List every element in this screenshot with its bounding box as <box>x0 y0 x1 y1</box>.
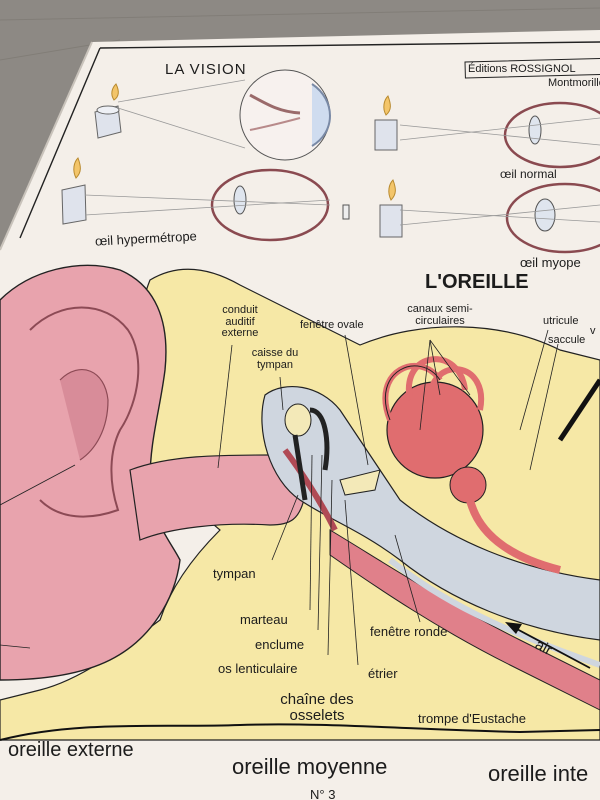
section-oreille-moyenne: oreille moyenne <box>232 754 388 779</box>
label-caisse: caisse du tympan <box>251 347 299 371</box>
inner-ear <box>382 356 561 574</box>
vision-title: LA VISION <box>165 61 247 78</box>
candle-icon <box>94 83 122 139</box>
eustachian-tube <box>329 529 600 711</box>
publisher-box <box>464 57 600 79</box>
plate-number: N° 3 <box>310 787 336 800</box>
myopic-eye-icon <box>399 182 600 254</box>
candle-icon <box>61 157 87 225</box>
label-etrier: étrier <box>368 666 398 681</box>
auricle-fold <box>29 306 140 518</box>
caption-normal: œil normal <box>500 167 557 181</box>
section-oreille-interne: oreille inte <box>488 761 589 786</box>
label-v-fragment: v <box>590 325 596 337</box>
label-fenetre-ronde: fenêtre ronde <box>370 624 448 639</box>
label-leader-lines <box>0 329 559 666</box>
publisher-city: Montmorillon (Vie <box>548 77 600 89</box>
label-tympan: tympan <box>213 566 256 581</box>
poster-edge <box>0 41 93 251</box>
section-bracket <box>0 723 600 741</box>
publisher-name: Éditions ROSSIGNOL <box>468 63 576 75</box>
concha <box>59 369 109 461</box>
label-conduit: conduit auditif externe <box>221 304 259 340</box>
label-enclume: enclume <box>255 637 305 652</box>
ear-title: L'OREILLE <box>425 271 529 293</box>
caption-myopic: œil myope <box>520 255 581 270</box>
candle-icon <box>374 95 398 151</box>
frame-top <box>99 41 600 49</box>
label-marteau: marteau <box>240 612 288 627</box>
label-saccule: saccule <box>548 334 586 346</box>
label-canaux: canaux semi-circulaires <box>407 303 473 327</box>
auditory-nerve <box>557 378 600 442</box>
label-trompe: trompe d'Eustache <box>418 711 526 726</box>
hyperopic-eye-icon <box>84 168 350 242</box>
light-rays <box>117 79 246 149</box>
label-os-lenticulaire: os lenticulaire <box>218 661 298 676</box>
label-utricule: utricule <box>543 315 579 327</box>
candle-icon <box>379 179 403 238</box>
eye-diagram-icon <box>239 69 331 161</box>
tube-lumen <box>388 557 600 668</box>
label-chaine: chaîne des osselets <box>280 691 354 724</box>
frame-left <box>19 47 101 239</box>
ossicles <box>284 403 381 501</box>
section-oreille-externe: oreille externe <box>8 739 134 761</box>
normal-eye-icon <box>399 101 600 169</box>
air-arrow-icon <box>505 622 591 669</box>
label-fenetre-ovale: fenêtre ovale <box>300 319 364 331</box>
eardrum <box>282 448 338 532</box>
